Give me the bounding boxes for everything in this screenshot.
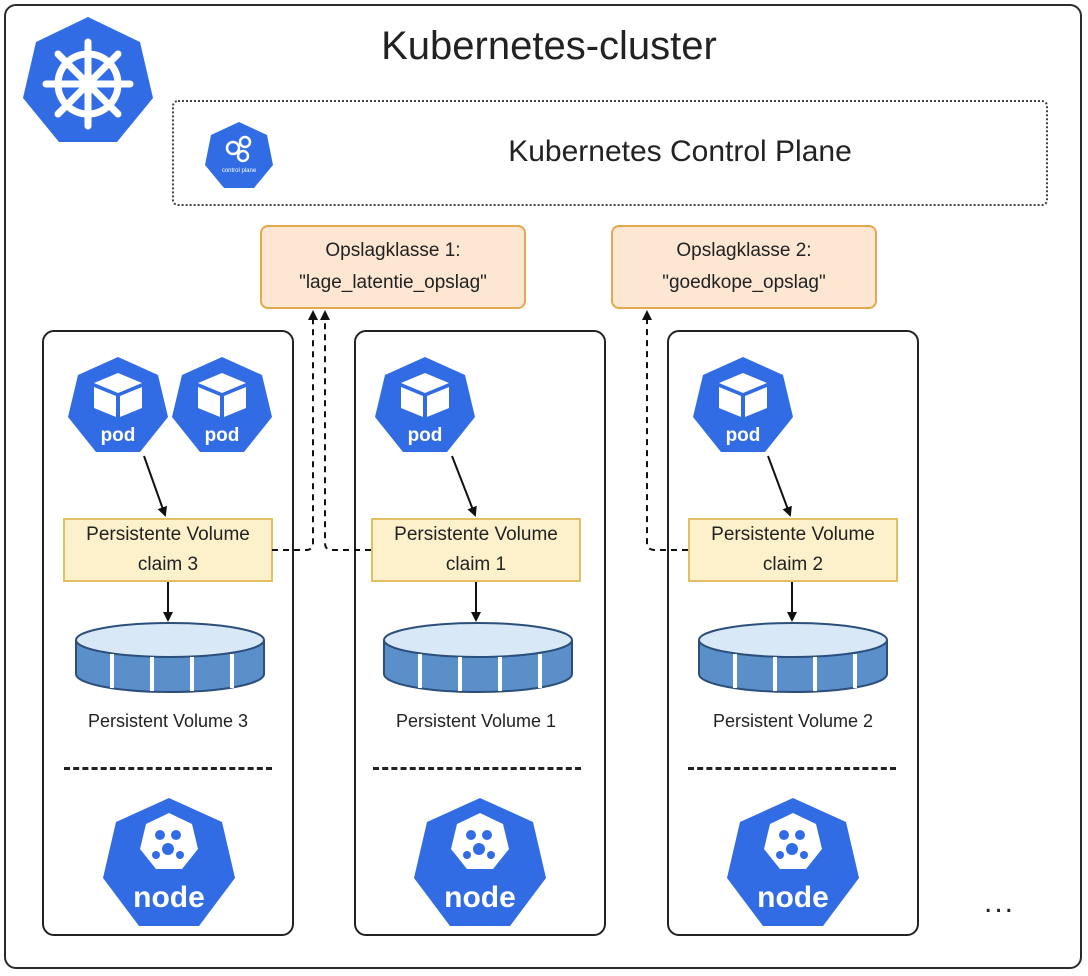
node-label: node [757,881,829,914]
storage-class-1-value: "lage_latentie_opslag" [299,272,487,293]
pvc-label-line1: Persistente Volume [86,524,250,545]
control-plane-box [172,100,1048,206]
pvc-claim-3: Persistente Volume claim 3 [63,518,273,582]
node-icon: node [727,798,859,926]
pv-label-2: Persistent Volume 2 [712,711,874,731]
separator-line [64,767,272,770]
persistent-volume-disk-icon [383,622,573,693]
pod-label: pod [726,425,761,446]
pvc-label-line1: Persistente Volume [394,524,558,545]
storage-class-1: Opslagklasse 1: "lage_latentie_opslag" [260,225,526,309]
storage-class-2-value: "goedkope_opslag" [662,272,826,293]
pod-label: pod [408,425,443,446]
cluster-title: Kubernetes-cluster [381,24,717,68]
pvc-claim-2: Persistente Volume claim 2 [688,518,898,582]
node-icon: node [414,798,546,926]
pvc-label-line1: Persistente Volume [711,524,875,545]
pvc-claim-1: Persistente Volume claim 1 [371,518,581,582]
pvc-label-line2: claim 2 [762,554,824,575]
pod-label: pod [205,425,240,446]
separator-line [688,767,896,770]
pod-icon: pod [68,357,168,452]
separator-line [373,767,581,770]
node-icon: node [103,798,235,926]
storage-class-1-name: Opslagklasse 1: [325,240,461,261]
persistent-volume-disk-icon [75,622,265,693]
storage-class-2-name: Opslagklasse 2: [676,240,812,261]
persistent-volume-disk-icon [698,622,888,693]
storage-class-2: Opslagklasse 2: "goedkope_opslag" [611,225,877,309]
pod-icon: pod [172,357,272,452]
pv-label-3: Persistent Volume 3 [87,711,249,731]
more-nodes-ellipsis: ... [984,886,1016,919]
pod-label: pod [101,425,136,446]
pod-icon: pod [375,357,475,452]
pod-icon: pod [693,357,793,452]
pvc-label-line2: claim 1 [445,554,507,575]
control-plane-icon-text: control plane [222,168,257,174]
pvc-label-line2: claim 3 [137,554,199,575]
kubernetes-logo-icon [23,17,153,142]
node-label: node [444,881,516,914]
pv-label-1: Persistent Volume 1 [395,711,557,731]
control-plane-icon: control plane [205,122,273,188]
control-plane-label: Kubernetes Control Plane [508,135,852,168]
node-label: node [133,881,205,914]
